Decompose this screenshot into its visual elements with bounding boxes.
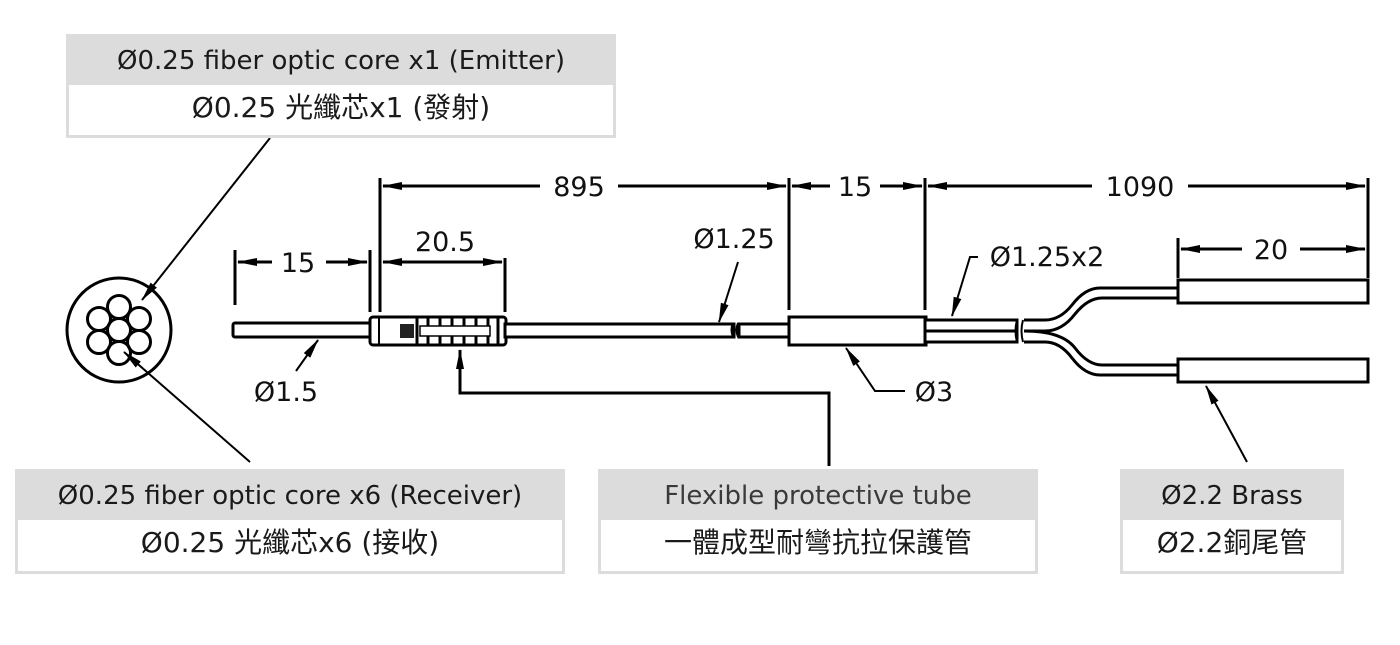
branch-cable-lower xyxy=(923,329,1019,344)
dim-splitter-15: 15 xyxy=(838,172,872,203)
main-cable-segment-1 xyxy=(503,322,736,339)
emitter-label-box: Ø0.25 fiber optic core x1 (Emitter) Ø0.2… xyxy=(66,34,616,138)
branch-break-mark xyxy=(1014,319,1024,343)
branch-cable-upper xyxy=(923,318,1019,333)
cross-section-outer-jacket xyxy=(65,276,173,384)
brass-label-box: Ø2.2 Brass Ø2.2銅尾管 xyxy=(1120,469,1344,574)
dim-sleeve-20.5: 20.5 xyxy=(415,227,475,258)
brass-leader xyxy=(1205,385,1248,463)
cross-section xyxy=(65,276,173,384)
core-upper-left xyxy=(86,306,112,332)
emitter-label-en: Ø0.25 fiber optic core x1 (Emitter) xyxy=(69,37,613,85)
receiver-label-box: Ø0.25 fiber optic core x6 (Receiver) Ø0.… xyxy=(15,469,565,574)
branch-diameter-label: Ø1.25x2 xyxy=(990,242,1105,273)
dim-brass-20: 20 xyxy=(1254,235,1288,266)
core-lower-left xyxy=(86,329,112,355)
brass-tube-lower xyxy=(1176,357,1370,384)
splitter-diameter-label: Ø3 xyxy=(915,377,953,408)
receiver-leader xyxy=(123,351,251,463)
brass-label-en: Ø2.2 Brass xyxy=(1123,472,1341,520)
emitter-leader xyxy=(141,137,271,301)
tube-label-en: Flexible protective tube xyxy=(601,472,1035,520)
receiver-label-zh: Ø0.25 光纖芯x6 (接收) xyxy=(18,520,562,566)
tube-label-zh: 一體成型耐彎抗拉保護管 xyxy=(601,520,1035,566)
dim-tip-15: 15 xyxy=(281,248,315,279)
emitter-label-zh: Ø0.25 光纖芯x1 (發射) xyxy=(69,85,613,131)
splitter-body xyxy=(787,315,928,347)
core-lower-right xyxy=(126,329,152,355)
dim-895: 895 xyxy=(553,172,605,203)
core-top xyxy=(106,294,132,320)
branch-fork xyxy=(1023,286,1180,377)
splitter-diameter-leader xyxy=(845,347,905,392)
branch-diameter-leader xyxy=(951,256,978,317)
tube-leader xyxy=(456,349,831,466)
probe-tip xyxy=(231,321,375,339)
tip-diameter-leader xyxy=(295,339,319,372)
dim-1090: 1090 xyxy=(1106,172,1175,203)
knurled-sleeve xyxy=(368,315,508,347)
extension-lines xyxy=(233,178,1370,312)
tube-label-box: Flexible protective tube 一體成型耐彎抗拉保護管 xyxy=(598,469,1038,574)
core-upper-right xyxy=(126,306,152,332)
cable-diameter-label: Ø1.25 xyxy=(693,224,774,255)
brass-tube-upper xyxy=(1176,278,1370,305)
tip-diameter-label: Ø1.5 xyxy=(254,377,318,408)
main-cable-segment-2 xyxy=(737,322,793,339)
cable-diameter-leader xyxy=(718,261,739,323)
brass-label-zh: Ø2.2銅尾管 xyxy=(1123,520,1341,566)
receiver-label-en: Ø0.25 fiber optic core x6 (Receiver) xyxy=(18,472,562,520)
